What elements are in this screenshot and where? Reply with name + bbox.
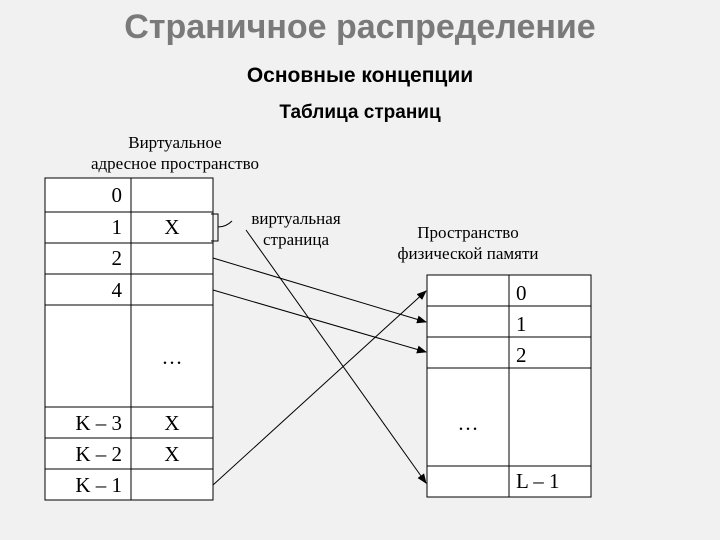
- arrow-page2-to-frame1: [212, 257, 427, 324]
- physical-memory-table: [426, 274, 592, 498]
- physical-row-index: L – 1: [516, 469, 560, 493]
- virtual-row-index: 0: [111, 183, 123, 207]
- physical-space-label-line2: физической памяти: [397, 244, 539, 263]
- virtual-row-mark: X: [164, 442, 180, 466]
- virtual-page-brace: [211, 213, 233, 242]
- virtual-page-label-line1: виртуальная: [251, 209, 341, 228]
- virtual-row-index: K – 3: [75, 411, 122, 435]
- virtual-space-label-line2: адресное пространство: [90, 154, 260, 173]
- virtual-row-index: K – 1: [75, 473, 122, 497]
- virtual-row-index: 1: [111, 215, 123, 239]
- mapping-arrows: [212, 229, 427, 486]
- subtitle: Основные концепции: [246, 64, 474, 87]
- virtual-row-index: 2: [111, 246, 123, 270]
- physical-space-label: Пространство физической памяти: [368, 222, 568, 264]
- virtual-ellipsis: …: [161, 345, 183, 369]
- arrow-pageK1-to-frame0: [212, 290, 427, 486]
- virtual-row-mark: X: [164, 215, 180, 239]
- virtual-row-mark: X: [164, 411, 180, 435]
- arrow-page4-to-frame2: [212, 289, 427, 354]
- virtual-space-label: Виртуальное адресное пространство: [60, 132, 290, 174]
- section-title: Таблица страниц: [279, 102, 441, 123]
- page-title: Страничное распределение: [124, 8, 596, 46]
- virtual-row-index: K – 2: [75, 442, 122, 466]
- virtual-address-table: [44, 177, 214, 501]
- physical-row-index: 0: [516, 281, 527, 305]
- physical-row-index: 2: [516, 343, 527, 367]
- physical-ellipsis: …: [457, 411, 479, 435]
- arrow-page0-to-frame-last: [245, 229, 427, 484]
- physical-row-index: 1: [516, 312, 527, 336]
- virtual-row-index: 4: [111, 278, 123, 302]
- physical-space-label-line1: Пространство: [417, 223, 519, 242]
- virtual-page-label-line2: страница: [262, 230, 330, 249]
- virtual-page-label: виртуальная страница: [232, 208, 360, 250]
- virtual-space-label-line1: Виртуальное: [128, 133, 222, 152]
